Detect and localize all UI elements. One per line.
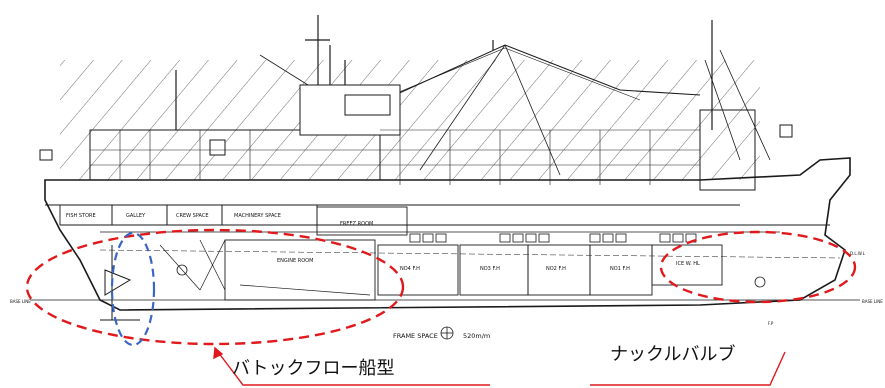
frame-space-symbol: [440, 326, 454, 340]
label-ice-hl: ICE W. HL: [676, 261, 700, 267]
masts: [175, 15, 771, 176]
superstructure: [39, 84, 793, 191]
highlight-ellipses: [25, 228, 857, 346]
label-engine-room: ENGINE ROOM: [277, 258, 313, 264]
label-base-line-left: BASE LINE: [10, 299, 31, 304]
buttock-flow-callout: バトックフロー船型: [232, 358, 395, 379]
knuckle-bulb-callout: ナックルバルブ: [610, 344, 736, 365]
label-frame-value: 520m/m: [463, 332, 490, 340]
engine-bracing: [159, 239, 371, 296]
label-crew-space: CREW SPACE: [176, 213, 209, 219]
label-freez-room: FREEZ ROOM: [340, 221, 373, 227]
compartment-boxes: [59, 204, 723, 301]
label-dwl: D.L.W.L: [850, 251, 866, 256]
label-machinery-space: MACHINERY SPACE: [234, 213, 281, 219]
label-no4: NO4 F.H: [400, 266, 420, 272]
label-no1: NO1 F.H: [610, 266, 630, 272]
rigging-hatch: [60, 60, 760, 180]
label-base-line-right: BASE LINE: [862, 299, 883, 304]
label-no2: NO2 F.H: [546, 266, 566, 272]
label-fish-store: FISH STORE: [66, 213, 96, 219]
label-galley: GALLEY: [126, 213, 146, 219]
label-frame-space: FRAME SPACE: [393, 332, 438, 340]
leader-lines: [213, 346, 786, 386]
stern-highlight-ellipse: [25, 228, 405, 346]
rudder-highlight-ellipse: [110, 231, 156, 347]
label-no3: NO3 F.H: [480, 266, 500, 272]
label-fp: F.P: [768, 321, 774, 326]
tank-row: [409, 233, 697, 243]
bow-fittings: [176, 264, 766, 288]
panel-grid: [90, 129, 700, 185]
propeller-rudder: [100, 245, 140, 321]
bow-highlight-ellipse: [659, 230, 857, 304]
